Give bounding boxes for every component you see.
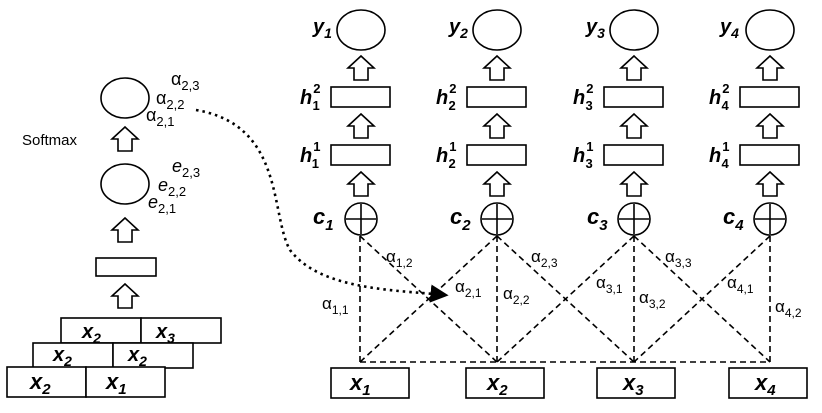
alpha-label-2-2: α2,2 [156,88,184,112]
input-token-label: x1 [349,370,371,399]
hidden-layer-1-box [330,144,391,166]
up-arrow [347,55,375,81]
edge-label-1-2: α1,2 [386,247,413,270]
pair-token: x2 [52,344,72,369]
context-label: c2 [450,204,471,234]
input-pair-stack: x2 x3 x2 x2 x2 x1 [6,317,222,398]
attention-weight-arrow [195,108,449,303]
edge-label-4-2: α4,2 [775,297,802,320]
output-node [336,9,386,51]
input-token-box [596,367,676,399]
hidden-layer-2-box [603,86,664,108]
edge-label-2-1: α2,1 [455,277,482,300]
up-arrow [756,55,784,81]
edge-label-2-2: α2,2 [503,284,530,307]
input-token-label: x3 [622,370,644,399]
alpha-label-2-3: α2,3 [171,69,199,93]
hidden-layer-2-box [330,86,391,108]
up-arrow [483,55,511,81]
up-arrow [620,113,648,139]
pair-box [112,342,194,369]
pair-token: x1 [105,369,127,398]
pair-box [32,342,114,369]
energy-node [100,163,150,205]
input-token-label: x2 [486,370,508,399]
up-arrow [756,171,784,197]
softmax-output-node [100,77,150,119]
pair-box [85,366,166,398]
softmax-label: Softmax [22,132,78,149]
score-layer-box [95,257,157,277]
output-node [609,9,659,51]
e-label-2-3: e2,3 [172,156,200,180]
alpha-label-2-1: α2,1 [146,105,174,129]
up-arrow [620,55,648,81]
pair-token: x3 [155,321,175,346]
edge-label-2-3: α2,3 [531,247,558,270]
attention-edge-labels: α1,1 α1,2 α2,1 α2,2 α2,3 α3,1 α3,2 α3,3 … [322,247,802,320]
left-attention-block: α2,3 α2,2 α2,1 Softmax e2,3 e2,2 e2,1 x2… [6,69,222,398]
output-label: y1 [312,16,332,41]
edge-label-3-2: α3,2 [639,288,666,311]
edge-label-4-1: α4,1 [727,273,754,296]
up-arrow [620,171,648,197]
pair-box [60,317,142,344]
context-label: c3 [587,204,608,234]
pair-box [140,317,222,344]
up-arrow [347,113,375,139]
context-label: c1 [313,204,334,234]
input-token-box [728,367,808,399]
input-up-arrow [111,283,139,309]
hidden-layer-1-box [466,144,527,166]
up-arrow [483,113,511,139]
input-token-label: x4 [754,370,776,399]
up-arrow [756,113,784,139]
pair-token: x2 [81,321,101,346]
pair-token: x2 [127,344,147,369]
output-label: y2 [448,16,468,41]
hidden-layer-2-box [466,86,527,108]
edge-label-3-3: α3,3 [665,247,692,270]
hidden-layer-1-box [603,144,664,166]
pair-box [6,366,87,398]
softmax-up-arrow [111,126,139,152]
input-token-box [465,367,545,399]
up-arrow [347,171,375,197]
context-label: c4 [723,204,744,234]
e-label-2-2: e2,2 [158,175,186,199]
output-node [745,9,795,51]
output-label: y4 [719,16,739,41]
hidden-layer-1-box [739,144,800,166]
e-label-2-1: e2,1 [148,192,176,216]
output-node [472,9,522,51]
edge-label-3-1: α3,1 [596,273,623,296]
edge-label-1-1: α1,1 [322,294,349,317]
up-arrow [483,171,511,197]
attention-edges [359,235,771,363]
output-label: y3 [585,16,605,41]
hidden-layer-2-box [739,86,800,108]
energy-up-arrow [111,217,139,243]
pair-token: x2 [29,369,51,398]
input-token-box [330,367,410,399]
